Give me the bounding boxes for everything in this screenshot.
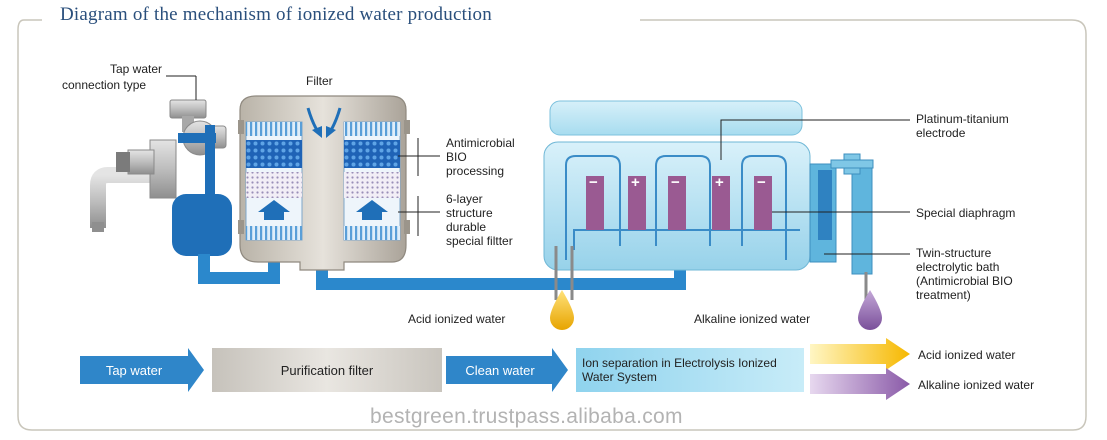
electrode-sign: − <box>671 174 680 191</box>
bath-callouts <box>720 119 910 255</box>
tap-connection-label-2: connection type <box>62 78 147 92</box>
flow-arrow-clean-water <box>446 348 568 392</box>
electrode-sign: − <box>589 174 598 191</box>
flow-arrow-acid <box>810 338 910 370</box>
antimicrobial-label: Antimicrobial BIO processing <box>446 136 515 178</box>
bath-label: Twin-structure electrolytic bath (Antimi… <box>916 246 1013 302</box>
tap-connection-label: Tap water <box>109 62 162 76</box>
electrode-label: Platinum-titanium electrode <box>916 112 1009 140</box>
diaphragm-label: Special diaphragm <box>916 206 1016 220</box>
diagram-title: Diagram of the mechanism of ionized wate… <box>60 4 492 25</box>
flow-acid-text: Acid ionized water <box>918 348 1016 362</box>
flow-arrow-tap-water <box>80 348 204 392</box>
flow-box-ion-separation <box>576 348 804 392</box>
flow-tap-water-text: Tap water <box>105 362 163 378</box>
electrode-sign: + <box>715 174 724 191</box>
filter-unit <box>238 95 410 271</box>
watermark: bestgreen.trustpass.alibaba.com <box>370 405 683 428</box>
electrode-sign: − <box>757 174 766 191</box>
frame <box>17 19 1087 431</box>
flow-alkaline-text: Alkaline ionized water <box>918 378 1035 392</box>
flow-ion-separation-text: Ion separation in Electrolysis Ionized W… <box>582 356 777 384</box>
acid-water-label: Acid ionized water <box>408 312 506 326</box>
filter-label: Filter <box>306 74 333 88</box>
process-flow <box>80 338 910 400</box>
electrolysis-bath <box>543 100 874 300</box>
flow-box-purification <box>212 348 442 392</box>
filter-callouts <box>166 75 440 236</box>
flow-purification-text: Purification filter <box>280 362 374 378</box>
acid-drop-icon <box>550 290 574 330</box>
electrode-sign: + <box>631 174 640 191</box>
flow-arrow-alkaline <box>810 368 910 400</box>
alkaline-drop-icon <box>858 290 882 330</box>
flow-clean-water-text: Clean water <box>465 362 535 378</box>
alkaline-water-label: Alkaline ionized water <box>694 312 811 326</box>
six-layer-label: 6-layer structure durable special filtte… <box>446 192 513 248</box>
